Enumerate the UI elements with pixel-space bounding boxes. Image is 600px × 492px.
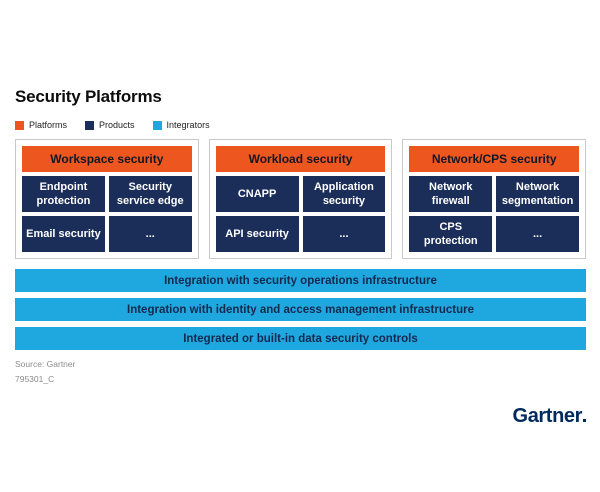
gartner-logo-text: Gartner <box>512 405 583 427</box>
page-title: Security Platforms <box>15 87 162 106</box>
product-grid: CNAPP Application security API security … <box>215 176 386 252</box>
product-cell-more: ... <box>302 216 386 252</box>
products-swatch-icon <box>85 120 95 130</box>
legend-item-products: Products <box>85 120 135 130</box>
product-cell-endpoint-protection: Endpoint protection <box>22 176 105 212</box>
legend-label: Integrators <box>166 120 210 130</box>
product-cell-api-security: API security <box>215 216 299 252</box>
platform-box-network-cps-security: Network/CPS security Network firewall Ne… <box>402 139 587 259</box>
integration-bar-identity-access-management: Integration with identity and access man… <box>15 298 586 321</box>
integration-bars: Integration with security operations inf… <box>15 269 586 350</box>
product-grid: Endpoint protection Security service edg… <box>22 176 192 252</box>
integrators-swatch-icon <box>152 120 162 130</box>
legend-item-integrators: Integrators <box>152 120 210 130</box>
product-grid: Network firewall Network segmentation CP… <box>409 176 580 252</box>
product-cell-cps-protection: CPS protection <box>409 216 493 252</box>
footer: Gartner <box>15 405 586 427</box>
legend: Platforms Products Integrators <box>15 120 586 130</box>
product-cell-network-firewall: Network firewall <box>409 176 493 212</box>
legend-label: Platforms <box>29 120 68 130</box>
product-cell-application-security: Application security <box>302 176 386 212</box>
figure-content: Security Platforms Platforms Products In… <box>15 87 587 427</box>
platform-box-workspace-security: Workspace security Endpoint protection S… <box>15 139 199 259</box>
platform-header: Workload security <box>215 146 386 172</box>
figure-id: 795301_C <box>15 374 55 384</box>
product-cell-email-security: Email security <box>22 216 105 252</box>
product-cell-cnapp: CNAPP <box>215 176 299 212</box>
platform-boxes: Workspace security Endpoint protection S… <box>15 139 587 259</box>
legend-item-platforms: Platforms <box>15 120 67 130</box>
product-cell-more: ... <box>496 216 580 252</box>
product-cell-more: ... <box>108 216 192 252</box>
source-note: Source: Gartner 795301_C <box>15 357 586 387</box>
logo-trademark-dot-icon <box>583 419 586 422</box>
integration-bar-security-operations: Integration with security operations inf… <box>15 269 586 292</box>
platform-box-workload-security: Workload security CNAPP Application secu… <box>208 139 393 259</box>
legend-label: Products <box>99 120 135 130</box>
platforms-swatch-icon <box>15 120 24 130</box>
platform-header: Workspace security <box>22 146 192 172</box>
platform-header: Network/CPS security <box>409 146 580 172</box>
source-line: Source: Gartner <box>15 359 76 369</box>
product-cell-network-segmentation: Network segmentation <box>496 176 580 212</box>
product-cell-security-service-edge: Security service edge <box>108 176 192 212</box>
integration-bar-data-security-controls: Integrated or built-in data security con… <box>15 327 586 350</box>
gartner-logo: Gartner <box>513 405 586 427</box>
